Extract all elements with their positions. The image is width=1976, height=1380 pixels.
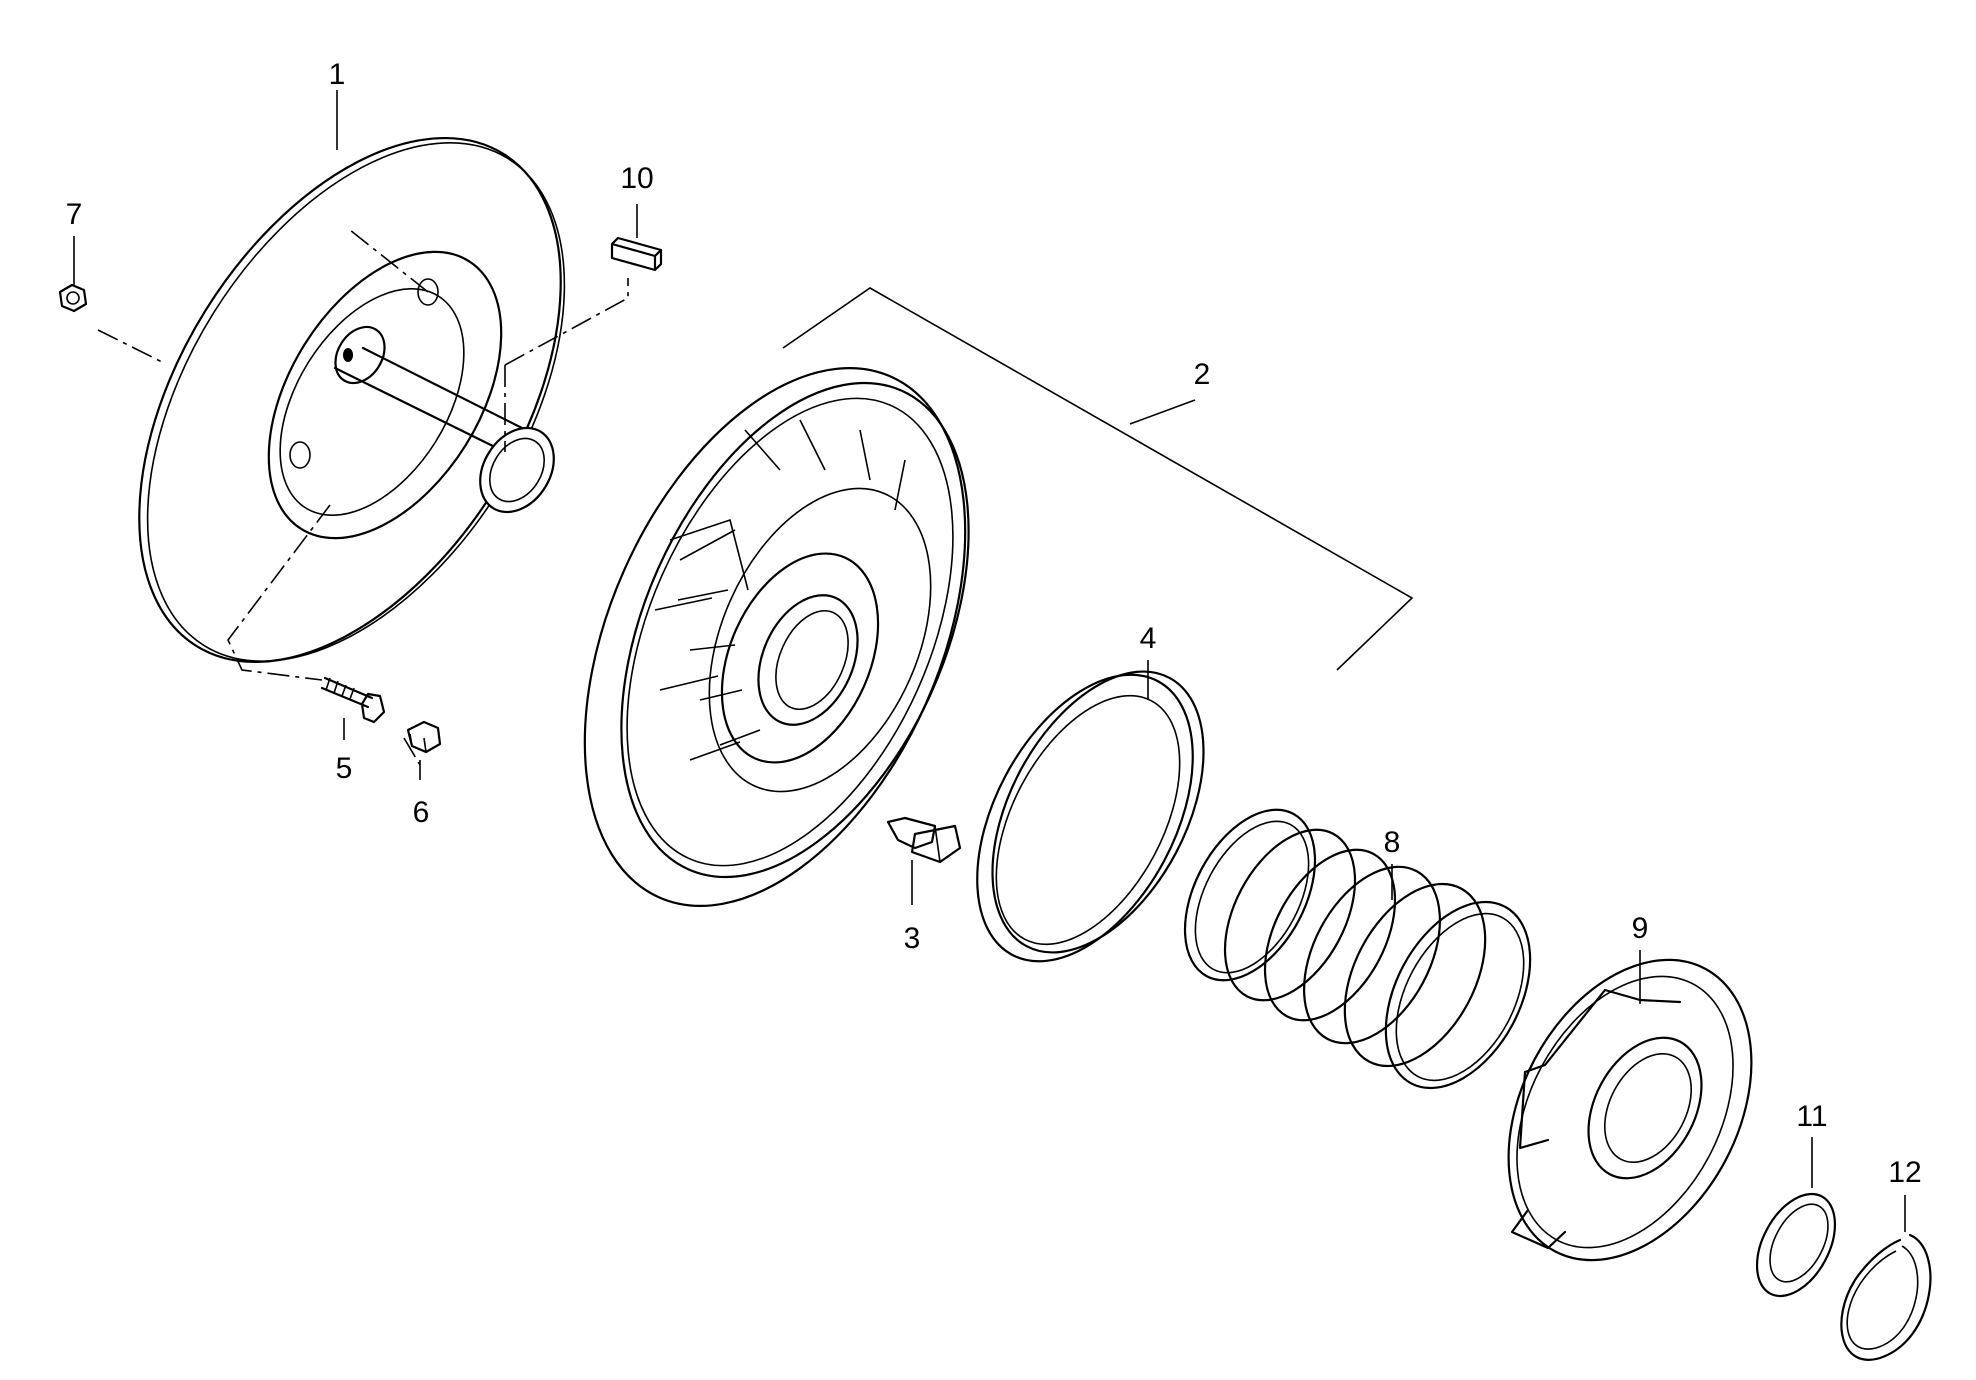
- callout-10: 10: [620, 162, 653, 195]
- part-11-washer: [1755, 1192, 1837, 1298]
- callout-11: 11: [1796, 1100, 1827, 1133]
- part-3-slider: [886, 816, 962, 864]
- callout-4: 4: [1140, 622, 1157, 655]
- part-2-movable-sheave: [583, 367, 970, 907]
- callout-12: 12: [1888, 1156, 1921, 1189]
- leader-lines: [73, 90, 1906, 1232]
- part-10-key: [610, 236, 663, 272]
- callout-3: 3: [904, 922, 921, 955]
- assembly-lines: [97, 229, 629, 766]
- callout-1: 1: [329, 58, 346, 91]
- callout-2: 2: [1194, 358, 1211, 391]
- callout-5: 5: [336, 752, 353, 785]
- part-9-cam: [1507, 958, 1753, 1262]
- part-12-circlip: [1840, 1233, 1932, 1361]
- part-1-fixed-sheave: [138, 136, 566, 664]
- callout-7: 7: [66, 198, 83, 231]
- part-5-bolt: [320, 676, 386, 724]
- part-6-nut: [406, 720, 442, 754]
- part-8-spring: [1183, 808, 1532, 1090]
- part-7-nut: [58, 283, 88, 313]
- callout-9: 9: [1632, 912, 1649, 945]
- part-2-bracket: [782, 287, 1414, 671]
- part-4-band: [976, 670, 1205, 963]
- callout-labels: 1 2 3 4 5 6 7 8 9 10 11 12: [66, 58, 1922, 1189]
- callout-6: 6: [413, 796, 430, 829]
- callout-8: 8: [1384, 826, 1401, 859]
